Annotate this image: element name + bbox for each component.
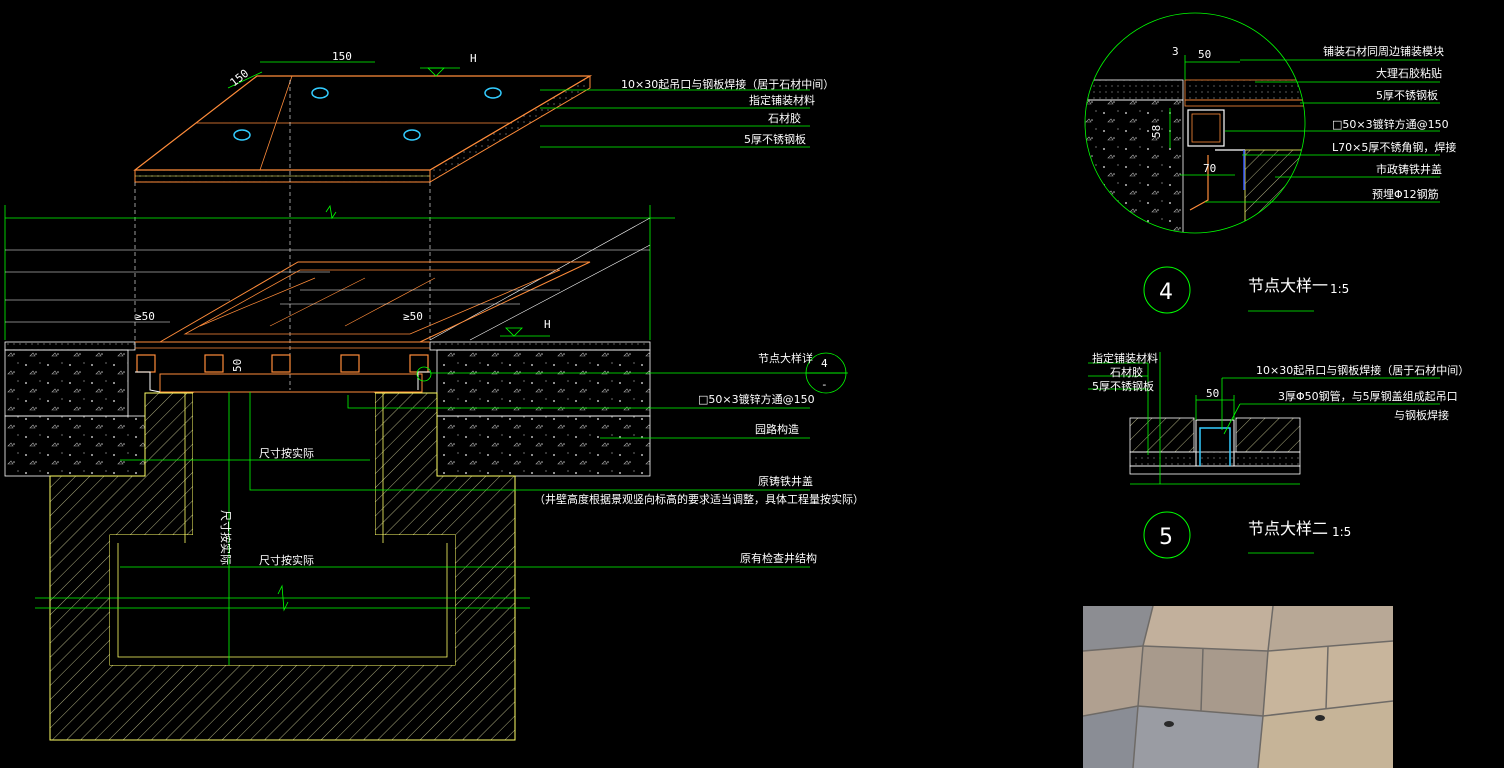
dim-150-top: 150 [332,50,352,63]
detail4-label-square-tube: □50×3镀锌方通@150 [1332,117,1449,131]
detail5-title: 节点大样二 [1248,519,1328,538]
dim-ge50-right: ≥50 [403,310,423,323]
dim-150-diag: 150 [228,67,252,89]
detail4-title: 节点大样一 [1248,276,1328,295]
detail4-label-steel-plate: 5厚不锈钢板 [1376,88,1438,102]
detail4-dim-50: 50 [1198,48,1211,61]
detail5-label-lifting-hole: 10×30起吊口与钢板焊接（居于石材中间） [1256,363,1469,377]
section-pavement-left [4,341,146,477]
detail4-title-block [1143,266,1314,314]
detail4-label-rebar: 预埋Φ12钢筋 [1372,187,1439,201]
detail5-scale: 1:5 [1332,525,1351,539]
callout-steel-plate: 5厚不锈钢板 [744,132,806,146]
main-leaders [120,89,848,665]
size-actual-vertical: 尺寸按实际 [219,510,233,565]
grating-section [135,341,432,393]
detail4-label-angle-steel: L70×5厚不锈角钢，焊接 [1332,140,1456,154]
detail5-dim-50: 50 [1206,387,1219,400]
detail5-label-steel-pipe: 3厚Φ50钢管，与5厚钢盖组成起吊口 [1278,389,1458,403]
elev-h-mid: H [544,318,551,331]
detail-5-drawing [1088,352,1440,485]
steel-frame-perspective [4,204,675,343]
callout-well-structure: 原有检查井结构 [740,551,817,565]
dim-50-vertical: 50 [231,359,244,372]
detail4-dim-58: 58 [1150,125,1163,138]
detail-ref-number: 4 [821,357,828,370]
paving-photo [1083,606,1393,768]
callout-square-tube: □50×3镀锌方通@150 [698,392,815,406]
callout-cast-iron-cover: 原铸铁井盖 [758,474,813,488]
size-actual-1: 尺寸按实际 [259,446,314,460]
detail5-label-stone-glue: 石材胶 [1110,365,1143,379]
detail5-number: 5 [1159,525,1173,550]
detail4-number: 4 [1159,280,1173,305]
callout-lifting-hole: 10×30起吊口与钢板焊接（居于石材中间） [621,77,834,91]
detail4-dim-3: 3 [1172,45,1179,58]
detail5-title-block [1143,511,1314,559]
callout-road-structure: 园路构造 [755,422,799,436]
detail5-label-weld: 与钢板焊接 [1394,408,1449,422]
stone-cover-plan [133,61,593,390]
callout-node-detail: 节点大样详 [758,351,813,365]
detail4-scale: 1:5 [1330,282,1349,296]
detail4-label-marble-glue: 大理石胶粘贴 [1376,66,1442,80]
detail5-label-paving: 指定铺装材料 [1092,351,1158,365]
inspection-well-walls [35,392,530,741]
detail4-label-paving-stone: 铺装石材同周边铺装模块 [1323,44,1444,58]
section-pavement-right [429,341,651,477]
detail5-label-steel-plate: 5厚不锈钢板 [1092,379,1154,393]
size-actual-2: 尺寸按实际 [259,553,314,567]
callout-wall-note: （井壁高度根据景观竖向标高的要求适当调整，具体工程量按实际） [534,492,864,506]
dim-ge50-left: ≥50 [135,310,155,323]
callout-stone-glue: 石材胶 [768,111,801,125]
detail4-label-well-cover: 市政铸铁井盖 [1376,162,1442,176]
detail-ref-sheet: - [821,378,828,391]
elev-h-top: H [470,52,477,65]
detail4-dim-70: 70 [1203,162,1216,175]
callout-paving: 指定铺装材料 [749,93,815,107]
